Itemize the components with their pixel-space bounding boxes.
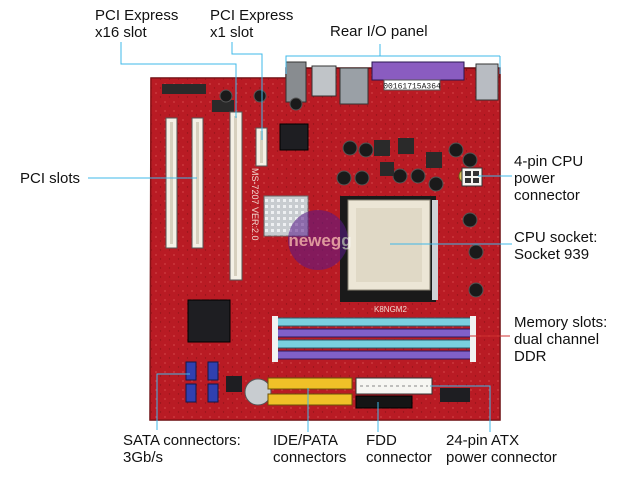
pcie-x16-slot <box>229 111 243 281</box>
label-ide-connectors: IDE/PATA connectors <box>273 432 347 466</box>
rear-io-panel: 00161715A364 <box>285 61 499 105</box>
atx-power-connector <box>355 377 433 395</box>
cpu-socket <box>340 196 438 302</box>
memory-slot-1 <box>275 317 473 327</box>
leader-rear-io <box>285 44 381 74</box>
leader-pcie-x16 <box>120 42 237 118</box>
bios-chip <box>279 123 309 151</box>
label-cpu-socket: CPU socket: Socket 939 <box>514 229 598 263</box>
newegg-watermark: newegg <box>288 210 352 270</box>
leader-pcie-x1 <box>231 42 263 140</box>
capacitors <box>219 89 484 298</box>
leader-atx <box>430 385 491 432</box>
label-sata-connectors: SATA connectors: 3Gb/s <box>123 432 241 466</box>
serial-sticker: 00161715A364 <box>383 83 441 92</box>
memory-slots <box>272 316 476 362</box>
memory-slot-3 <box>275 339 473 349</box>
leader-sata <box>156 373 190 430</box>
cmos-battery <box>244 378 272 406</box>
board-model-text: MS-7207 VER:2.0 <box>250 168 260 241</box>
memory-slot-2 <box>275 328 473 338</box>
label-cpu-power-connector: 4-pin CPU power connector <box>514 153 584 204</box>
label-rear-io-panel: Rear I/O panel <box>330 23 428 40</box>
label-pcie-x16-slot: PCI Express x16 slot <box>95 7 179 41</box>
svg-text:newegg: newegg <box>288 231 351 250</box>
label-pcie-x1-slot: PCI Express x1 slot <box>210 7 294 41</box>
pci-slots <box>165 117 204 249</box>
sata-connectors <box>185 361 219 403</box>
label-memory-slots: Memory slots: dual channel DDR <box>514 314 608 365</box>
label-atx-power-connector: 24-pin ATX power connector <box>446 432 557 466</box>
label-fdd-connector: FDD connector <box>366 432 432 466</box>
cpu-power-connector <box>461 167 483 187</box>
ide-connectors <box>267 377 353 406</box>
fdd-connector <box>355 395 413 409</box>
label-pci-slots: PCI slots <box>20 170 81 187</box>
board-chipset-text: K8NGM2 <box>374 305 407 314</box>
memory-slot-4 <box>275 350 473 360</box>
leader-lines <box>88 42 512 432</box>
mosfets <box>374 138 442 176</box>
io-chip <box>187 299 231 343</box>
